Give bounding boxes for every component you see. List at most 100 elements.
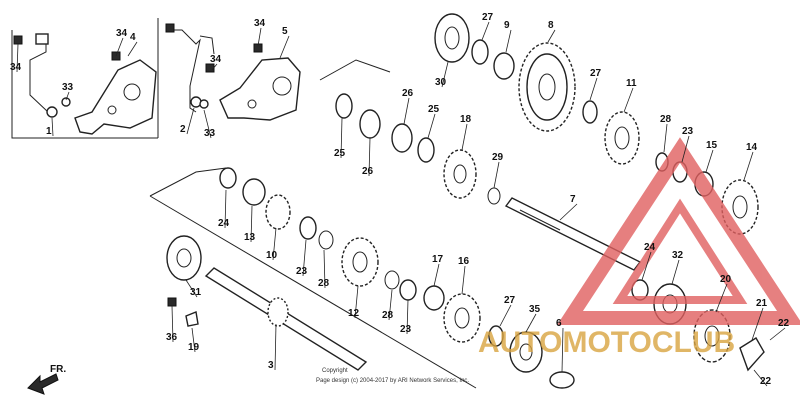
callout-leader — [427, 113, 436, 139]
callout-label: 27 — [482, 12, 494, 23]
callout-label: 34 — [10, 62, 22, 73]
callout-label: 22 — [760, 376, 772, 387]
callout-leader — [461, 123, 468, 151]
callout-leader — [302, 239, 307, 277]
callout-leader — [681, 135, 690, 163]
part-24-washer — [219, 167, 237, 189]
callout-label: 28 — [318, 278, 330, 289]
callout-label: 30 — [435, 77, 447, 88]
callout-leader — [505, 29, 512, 53]
part-6-seal — [549, 371, 575, 389]
callout-label: 7 — [570, 194, 576, 205]
callout-leader — [127, 41, 138, 57]
callout-leader — [211, 63, 218, 71]
part-5-bracket — [219, 57, 301, 121]
part-17-bushing — [423, 285, 445, 311]
callout-leader — [441, 61, 449, 88]
part-9-bushing — [493, 52, 515, 80]
callout-leader — [186, 107, 195, 135]
callout-leader — [185, 279, 198, 298]
callout-leader — [65, 91, 70, 101]
callout-leader — [191, 327, 196, 353]
callout-leader — [589, 77, 598, 101]
callout-label: 15 — [706, 140, 718, 151]
callout-leader — [641, 251, 652, 281]
callout-leader — [743, 151, 754, 181]
callout-leader — [769, 327, 786, 341]
callout-label: 9 — [504, 20, 510, 31]
part-10-gear — [265, 194, 291, 230]
callout-leader — [279, 35, 290, 59]
callout-label: 13 — [244, 232, 256, 243]
part-28-23-washers-low — [384, 270, 417, 301]
callout-leader — [115, 37, 124, 57]
callout-leader — [323, 249, 326, 289]
callout-leader — [406, 299, 409, 335]
callout-label: 11 — [626, 78, 637, 89]
callout-label: 21 — [756, 298, 768, 309]
callout-leader — [753, 369, 768, 387]
part-23-28-washers-mid — [299, 216, 334, 250]
callout-leader — [547, 29, 556, 43]
direction-label: FR. — [50, 364, 66, 375]
callout-label: 23 — [296, 266, 308, 277]
callout-leader — [751, 307, 764, 341]
callout-leader — [671, 259, 680, 285]
callout-leader — [623, 87, 634, 113]
callout-leader — [388, 289, 393, 321]
part-29-clip — [487, 187, 501, 205]
callout-leader — [257, 27, 262, 47]
callout-leader — [499, 304, 512, 327]
part-25-26-washers — [335, 93, 435, 163]
callout-leader — [272, 227, 277, 261]
callout-leader — [705, 149, 714, 173]
callout-label: 36 — [166, 332, 178, 343]
callout-label: 28 — [382, 310, 394, 321]
callout-label: 25 — [428, 104, 440, 115]
bracket-group-box — [11, 18, 159, 139]
part-3-mainshaft — [204, 267, 368, 371]
part-30-bearing — [434, 13, 470, 63]
callout-leader — [250, 205, 253, 243]
callout-label: 8 — [548, 20, 554, 31]
callout-label: 5 — [282, 26, 288, 37]
callout-label: 27 — [504, 295, 516, 306]
callout-leader — [433, 263, 440, 287]
callout-leader — [171, 305, 174, 343]
callout-label: 4 — [130, 32, 136, 43]
callout-label: 1 — [46, 126, 52, 137]
callout-label: 32 — [672, 250, 684, 261]
callout-label: 6 — [556, 318, 562, 329]
callout-leader — [340, 117, 343, 159]
part-27-washer-b — [582, 100, 598, 124]
assembly-outline — [149, 59, 477, 389]
callout-label: 23 — [682, 126, 694, 137]
copyright-line1: Copyright — [322, 368, 348, 374]
callout-leader — [715, 283, 728, 313]
part-4-bracket — [74, 59, 157, 135]
callout-label: 17 — [432, 254, 444, 265]
callout-label: 31 — [190, 287, 202, 298]
callout-label: 29 — [492, 152, 504, 163]
callout-label: 34 — [210, 54, 222, 65]
callout-leader — [51, 117, 54, 137]
callout-label: 23 — [400, 324, 412, 335]
callout-label: 14 — [746, 142, 758, 153]
part-27-washer-low — [488, 325, 504, 347]
callout-label: 26 — [402, 88, 414, 99]
callout-label: 25 — [334, 148, 346, 159]
callout-label: 34 — [254, 18, 266, 29]
callout-leader — [203, 109, 212, 139]
callout-label: 19 — [188, 342, 200, 353]
callout-leader — [16, 43, 19, 73]
part-27-washer-top — [471, 39, 489, 65]
callout-label: 24 — [644, 242, 656, 253]
callout-leader — [493, 161, 500, 189]
callout-leader — [274, 323, 277, 371]
callout-label: 10 — [266, 250, 278, 261]
callout-label: 33 — [204, 128, 216, 139]
watermark-logo: AUTOMOTOCLUB — [478, 137, 800, 359]
